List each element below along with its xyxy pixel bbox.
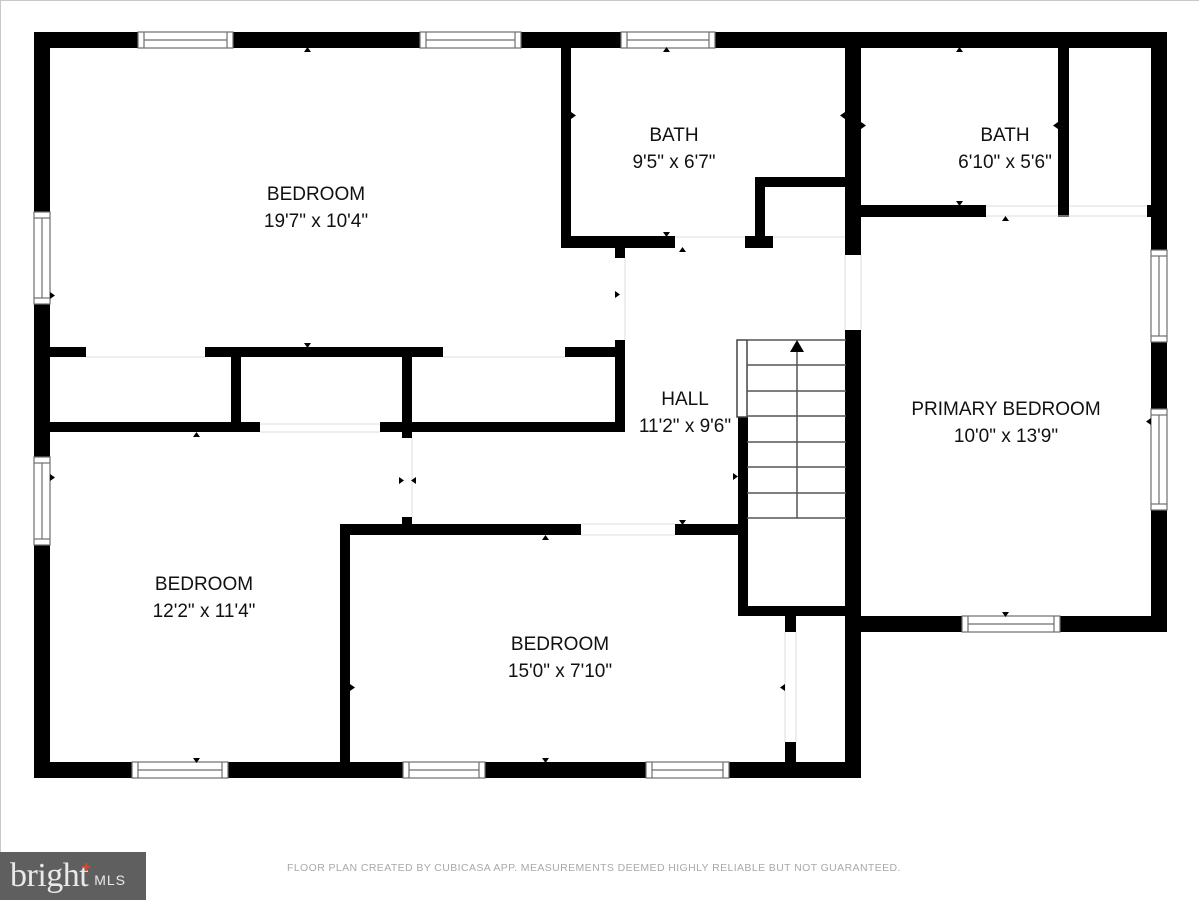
room-label-bedroom-3: BEDROOM 15'0" x 7'10"	[508, 631, 612, 685]
room-dimensions: 9'5" x 6'7"	[632, 152, 716, 173]
door-openings	[86, 205, 1147, 742]
room-dimensions: 19'7" x 10'4"	[263, 211, 369, 232]
room-label-bath-2: BATH 6'10" x 5'6"	[958, 122, 1052, 176]
disclaimer-text: FLOOR PLAN CREATED BY CUBICASA APP. MEAS…	[287, 862, 901, 874]
room-dimensions: 11'2" x 9'6"	[638, 416, 732, 437]
room-name: HALL	[661, 389, 709, 410]
measure-markers	[50, 47, 1151, 763]
room-name: BEDROOM	[266, 184, 366, 205]
logo-suffix: MLS	[94, 872, 127, 888]
staircase	[736, 339, 846, 519]
room-label-bath-1: BATH 9'5" x 6'7"	[632, 122, 715, 176]
room-label-bedroom-1: BEDROOM 19'7" x 10'4"	[264, 181, 368, 235]
room-dimensions: 12'2" x 11'4"	[152, 601, 256, 622]
room-label-bedroom-2: BEDROOM 12'2" x 11'4"	[153, 571, 256, 625]
room-label-hall: HALL 11'2" x 9'6"	[639, 386, 731, 440]
room-name: BEDROOM	[154, 574, 254, 595]
logo-wordmark: bright+	[10, 857, 91, 894]
room-name: BATH	[980, 125, 1030, 146]
room-name: BATH	[649, 125, 699, 146]
windows	[33, 31, 1168, 779]
room-dimensions: 6'10" x 5'6"	[958, 152, 1052, 173]
room-dimensions: 10'0" x 13'9"	[953, 426, 1059, 447]
bright-mls-logo: bright+ MLS	[0, 852, 146, 900]
room-dimensions: 15'0" x 7'10"	[507, 661, 613, 682]
room-name: PRIMARY BEDROOM	[911, 399, 1101, 420]
room-name: BEDROOM	[510, 634, 610, 655]
room-label-primary-bedroom: PRIMARY BEDROOM 10'0" x 13'9"	[911, 396, 1100, 450]
plus-icon: +	[81, 859, 91, 876]
